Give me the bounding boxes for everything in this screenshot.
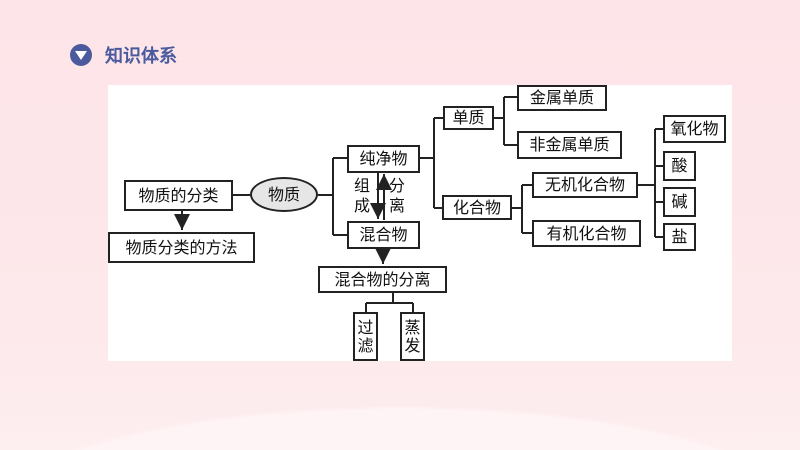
node-acid: 酸: [663, 151, 696, 181]
section-header: 知识体系: [70, 42, 177, 68]
label-separate-2: 离: [389, 196, 406, 215]
triangle-down-circle-icon: [70, 44, 92, 66]
node-method: 物质分类的方法: [108, 232, 255, 263]
node-matter: 物质: [250, 177, 318, 212]
section-title: 知识体系: [105, 46, 177, 67]
node-base: 碱: [663, 187, 696, 217]
evaporation-char-1: 蒸: [404, 317, 421, 337]
node-inorganic: 无机化合物: [532, 172, 638, 198]
bracket-compound: [512, 184, 532, 234]
node-organic: 有机化合物: [532, 220, 641, 247]
bracket-element: [494, 96, 517, 146]
bracket-inorganic: [638, 128, 663, 238]
filtration-char-2: 滤: [357, 335, 374, 355]
node-mixture-separation: 混合物的分离: [318, 266, 447, 293]
label-compose-2: 成: [354, 196, 371, 215]
bracket-pure: [420, 117, 443, 209]
evaporation-char-2: 发: [404, 335, 421, 355]
label-separate-1: 分: [389, 176, 406, 195]
filtration-char-1: 过: [357, 317, 374, 337]
bracket-matter: [318, 157, 347, 236]
node-filtration: 过 滤: [353, 312, 378, 361]
node-oxide: 氧化物: [663, 115, 726, 143]
node-nonmetal-element: 非金属单质: [517, 131, 622, 159]
bracket-separation: [365, 293, 414, 312]
node-pure: 纯净物: [347, 145, 420, 173]
node-element: 单质: [443, 106, 494, 130]
node-evaporation: 蒸 发: [400, 312, 425, 361]
node-metal-element: 金属单质: [517, 85, 607, 111]
node-classification: 物质的分类: [124, 180, 233, 211]
node-mixture: 混合物: [347, 221, 420, 249]
node-compound: 化合物: [442, 195, 512, 220]
node-salt: 盐: [663, 223, 696, 251]
label-compose-1: 组: [354, 176, 371, 195]
label-compose: 组 成: [354, 176, 370, 216]
label-separate: 分 离: [389, 176, 405, 216]
